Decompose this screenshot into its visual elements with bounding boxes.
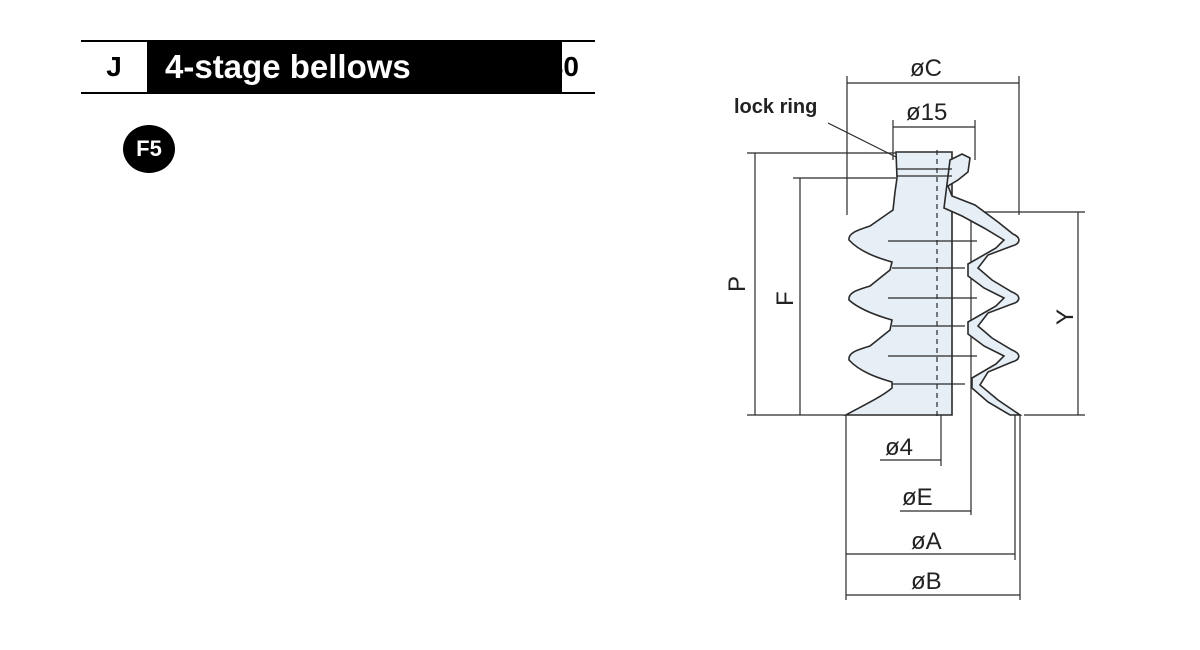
label-dia-a: øA <box>911 528 942 555</box>
bellows-body <box>842 151 953 416</box>
label-dia-15: ø15 <box>906 99 947 126</box>
dimension-lines <box>747 76 1085 600</box>
fold-lines <box>888 168 977 385</box>
label-dia-e: øE <box>902 484 933 511</box>
label-dia-c: øC <box>910 55 942 82</box>
label-dia-4: ø4 <box>885 434 913 461</box>
product-sizes: 25,30 <box>508 51 579 82</box>
variant-badge: F5 <box>123 125 175 173</box>
label-dia-b: øB <box>911 568 942 595</box>
product-title: 4-stage bellows <box>147 40 562 94</box>
label-f: F <box>772 291 799 306</box>
label-y: Y <box>1052 309 1079 325</box>
bellows-section <box>943 153 1023 416</box>
dimension-labels: øC ø15 lock ring ø4 øE øA øB P F Y <box>724 55 1079 595</box>
product-code: J <box>106 51 122 82</box>
label-p: P <box>724 276 751 292</box>
label-lock-ring: lock ring <box>734 96 817 118</box>
product-header: J 4-stage bellows 25,30 <box>81 40 595 94</box>
